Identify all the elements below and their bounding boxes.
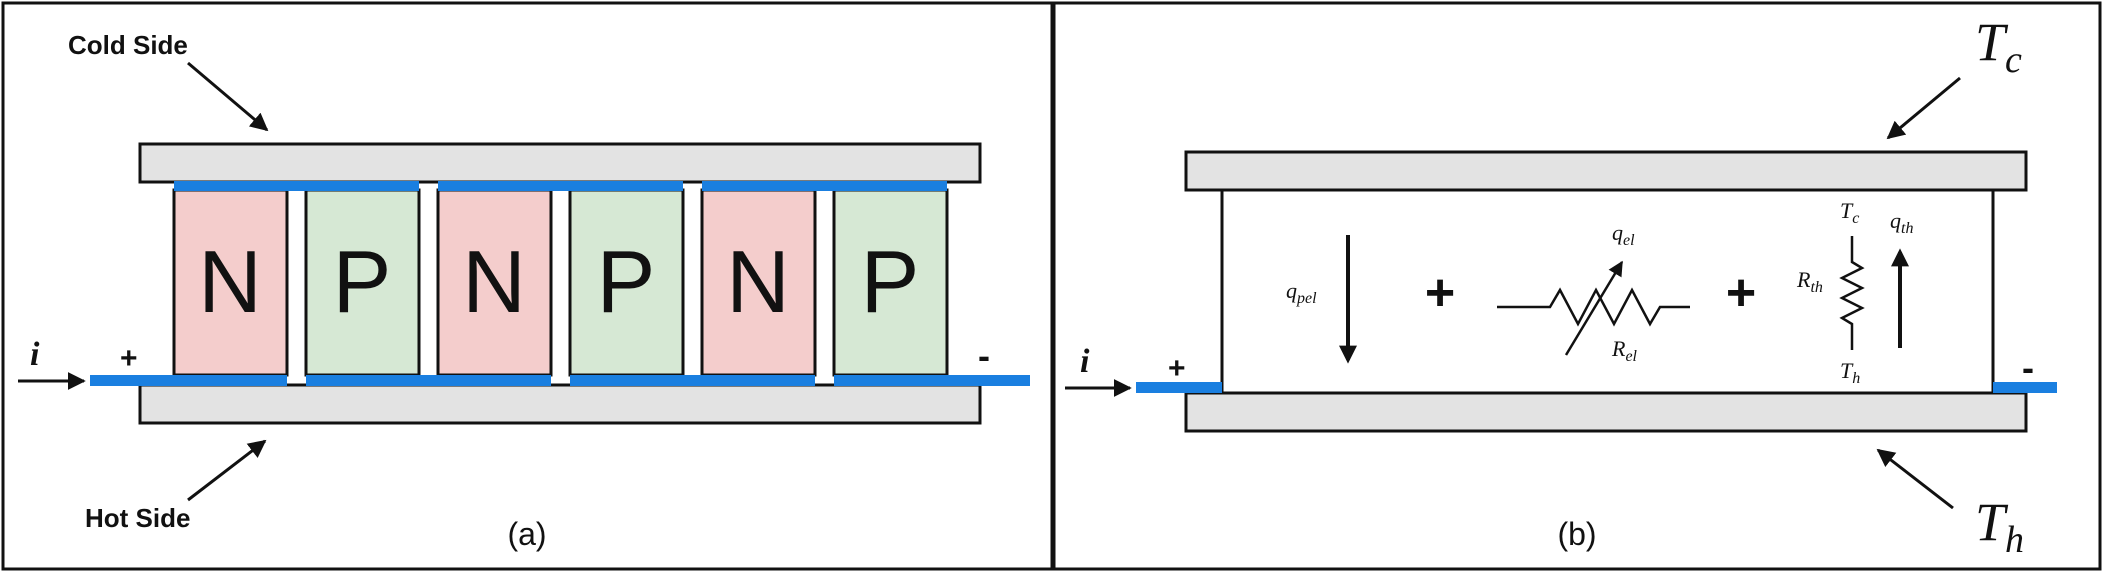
r-el-label: Rel [1611, 336, 1638, 365]
leg-p-1 [304, 188, 421, 377]
q-th-label: qth [1890, 208, 1913, 237]
leg-label: N [198, 232, 262, 331]
leg-p-2 [568, 188, 685, 377]
plus-conductor [1136, 382, 1222, 393]
module-box [1220, 188, 1995, 395]
small-tc-label: Tc [1840, 198, 1859, 227]
leg-n-1 [172, 188, 289, 377]
leg-label: P [597, 232, 656, 331]
top-conductors [174, 181, 947, 191]
current-label: i [30, 336, 40, 373]
thermal-resistor-icon [1839, 236, 1865, 350]
leg-label: P [861, 232, 920, 331]
cold-side-label: Cold Side [68, 30, 188, 60]
panel-a: N P N P N P i + - Cold Side Hot Side [18, 30, 1030, 552]
variable-resistor-icon [1497, 260, 1690, 356]
caption-a: (a) [507, 516, 546, 552]
q-pel-label: qpel [1286, 278, 1317, 307]
cold-plate [138, 142, 982, 184]
minus-conductor [1993, 382, 2057, 393]
bottom-conductors [90, 375, 1030, 386]
current-label-b: i [1080, 343, 1090, 380]
caption-b: (b) [1557, 516, 1596, 552]
hot-side-label: Hot Side [85, 503, 190, 533]
leg-p-3 [832, 188, 949, 377]
hot-plate-b [1184, 391, 2028, 433]
hot-side-arrow [187, 439, 267, 502]
th-arrow [1876, 448, 1954, 510]
plus-sign-2: + [1726, 264, 1756, 322]
small-th-label: Th [1840, 358, 1860, 387]
hot-plate [138, 383, 982, 425]
cold-side-arrow [187, 61, 269, 132]
plus-terminal: + [120, 342, 138, 375]
r-th-label: Rth [1796, 267, 1823, 296]
minus-terminal-b: - [2022, 347, 2034, 388]
th-label: Th [1975, 492, 2024, 561]
leg-label: N [726, 232, 790, 331]
leg-label: N [462, 232, 526, 331]
leg-group: N P N P N P [172, 188, 949, 377]
panel-b: i + - Tc Th qpel + + qel Rel Tc Th Rth q… [1065, 12, 2057, 561]
plus-sign-1: + [1425, 264, 1455, 322]
plus-terminal-b: + [1168, 352, 1186, 385]
q-el-label: qel [1612, 220, 1635, 249]
tc-arrow [1886, 76, 1961, 140]
minus-terminal: - [978, 335, 990, 376]
cold-plate-b [1184, 150, 2028, 192]
tc-label: Tc [1975, 12, 2022, 81]
leg-label: P [333, 232, 392, 331]
